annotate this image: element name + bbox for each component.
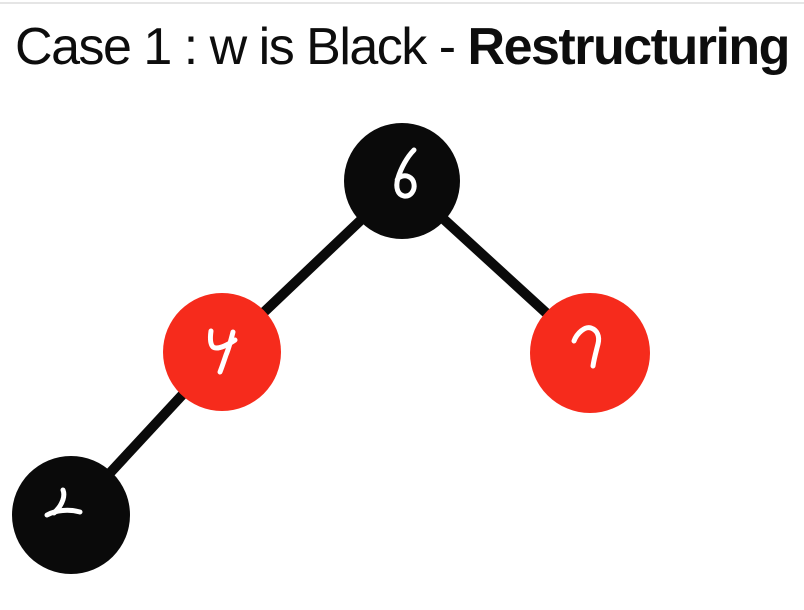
tree-node-4 bbox=[163, 293, 281, 411]
node-digit-4 bbox=[217, 329, 236, 375]
node-circle bbox=[163, 293, 281, 411]
node-circle bbox=[530, 293, 650, 413]
tree-node-7 bbox=[530, 293, 650, 413]
node-circle bbox=[344, 123, 460, 239]
tree-node-6 bbox=[344, 123, 460, 239]
node-circle bbox=[12, 456, 130, 574]
node-digit-7 bbox=[571, 325, 602, 369]
title-prefix: Case 1 : w is Black - bbox=[15, 18, 468, 76]
node-digit-2 bbox=[44, 507, 83, 518]
node-digit-6 bbox=[394, 147, 417, 199]
slide-top-border bbox=[0, 2, 804, 4]
tree-node-2 bbox=[12, 456, 130, 574]
slide-title: Case 1 : w is Black - Restructuring bbox=[0, 18, 804, 76]
title-emphasis: Restructuring bbox=[467, 18, 791, 76]
